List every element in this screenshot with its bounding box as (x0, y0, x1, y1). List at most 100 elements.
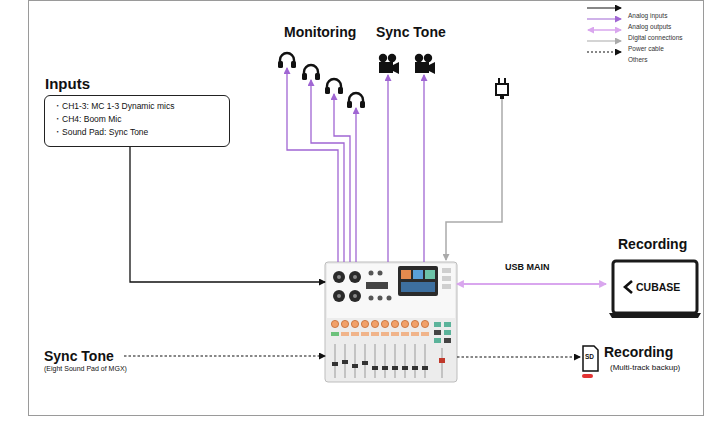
node-text: (Multi-track backup) (610, 363, 680, 372)
section-heading: Recording (618, 236, 687, 252)
fader-cap (392, 366, 398, 370)
camera-icon (379, 54, 399, 74)
mixer-top-panel (327, 264, 455, 318)
node-text: ・CH4: Boom Mic (53, 115, 122, 125)
fader-cap (362, 361, 368, 365)
pad-button (391, 332, 399, 336)
mixer-console (325, 262, 457, 382)
screen-tile (425, 270, 435, 279)
channel-knob (371, 320, 378, 327)
node-text: ・CH1-3: MC 1-3 Dynamic mics (53, 102, 174, 112)
laptop-screen (613, 261, 697, 313)
signal-connector (124, 355, 325, 356)
headphones-icon (325, 79, 343, 94)
fader-cap (439, 358, 445, 363)
legend-item: Others (628, 48, 648, 66)
mixer-port (442, 276, 451, 281)
signal-connector (287, 68, 338, 262)
cubase-logo-mark (625, 281, 632, 293)
mixer-jack (387, 296, 392, 301)
fader-cap (382, 366, 388, 370)
channel-knob (341, 320, 348, 327)
channel-knob (351, 320, 358, 327)
legend-label: Analog outputs (628, 23, 671, 30)
section-heading: Monitoring (284, 24, 356, 40)
control-button (434, 330, 441, 335)
legend-line (588, 29, 621, 31)
legend-label: Others (628, 56, 648, 63)
signal-connector (423, 75, 424, 262)
inputs-box: Inputs・CH1-3: MC 1-3 Dynamic mics・CH4: B… (44, 95, 230, 147)
xlr-pin (337, 275, 341, 279)
screen-tile (413, 270, 423, 279)
icon-label: SD (585, 353, 594, 360)
pad-button (411, 332, 419, 336)
sync-tone-source: Sync Tone(Eight Sound Pad of MGX) (44, 348, 124, 376)
fader-slot (405, 344, 406, 378)
connection-label: USB MAIN (505, 263, 550, 273)
pad-button (351, 332, 359, 336)
pad-button (371, 332, 379, 336)
headphones-icon (347, 93, 365, 108)
fader-cap (332, 362, 338, 366)
xlr-input (333, 271, 345, 283)
control-button (444, 338, 451, 343)
channel-knob (391, 320, 398, 327)
headphones-cup (291, 61, 296, 68)
fader-slot (425, 344, 426, 378)
legend-line (587, 7, 621, 8)
fader-slot (415, 344, 416, 378)
channel-knob (411, 320, 418, 327)
legend-item: Digital connections (628, 26, 683, 44)
pad-button (401, 332, 409, 336)
section-heading: Recording (604, 344, 673, 360)
headphones-cup (315, 73, 320, 80)
camera-reel (379, 54, 387, 62)
mixer-jack (378, 296, 383, 301)
plug-body (496, 84, 508, 95)
signal-connector (457, 283, 606, 285)
headphones-cup (338, 87, 343, 94)
mixer-jack (369, 271, 374, 276)
fader-cap (352, 364, 358, 368)
mixer-jack (369, 296, 374, 301)
laptop-icon (609, 261, 701, 318)
screen-tile (401, 282, 435, 292)
fader-cap (372, 366, 378, 370)
legend-label: Analog inputs (628, 12, 667, 19)
mixer-port (442, 268, 451, 273)
touch-screen (398, 266, 438, 296)
camera-lens (393, 62, 399, 74)
control-button (444, 322, 451, 327)
fader-slot (375, 344, 376, 378)
pad-button (361, 332, 369, 336)
xlr-input (333, 290, 345, 302)
headphones-cup (302, 73, 307, 80)
mixer-port (442, 284, 451, 289)
screen-tile (401, 270, 411, 279)
recording-daw: RecordingCUBASE (606, 236, 703, 320)
camera-body (379, 62, 393, 73)
channel-knob (401, 320, 408, 327)
node-text: (Eight Sound Pad of MGX) (44, 365, 127, 373)
pad-button (421, 332, 429, 336)
headphones-icon (278, 53, 296, 68)
headphones-cup (325, 87, 330, 94)
signal-connector (334, 94, 350, 262)
channel-knob (331, 320, 338, 327)
mixer-illustration (325, 262, 457, 382)
legend-line (587, 40, 621, 41)
mixer-jack (378, 271, 383, 276)
section-heading: Inputs (45, 75, 90, 92)
control-button (444, 330, 451, 335)
power-plug-icon (496, 78, 508, 99)
signal-connector (355, 108, 356, 262)
xlr-pin (337, 294, 341, 298)
sd-card-outline (583, 346, 598, 371)
control-button (434, 322, 441, 327)
pad-button (331, 332, 339, 336)
frame (29, 1, 704, 416)
section-heading: Sync Tone (44, 348, 114, 364)
camera-reel (415, 54, 423, 62)
